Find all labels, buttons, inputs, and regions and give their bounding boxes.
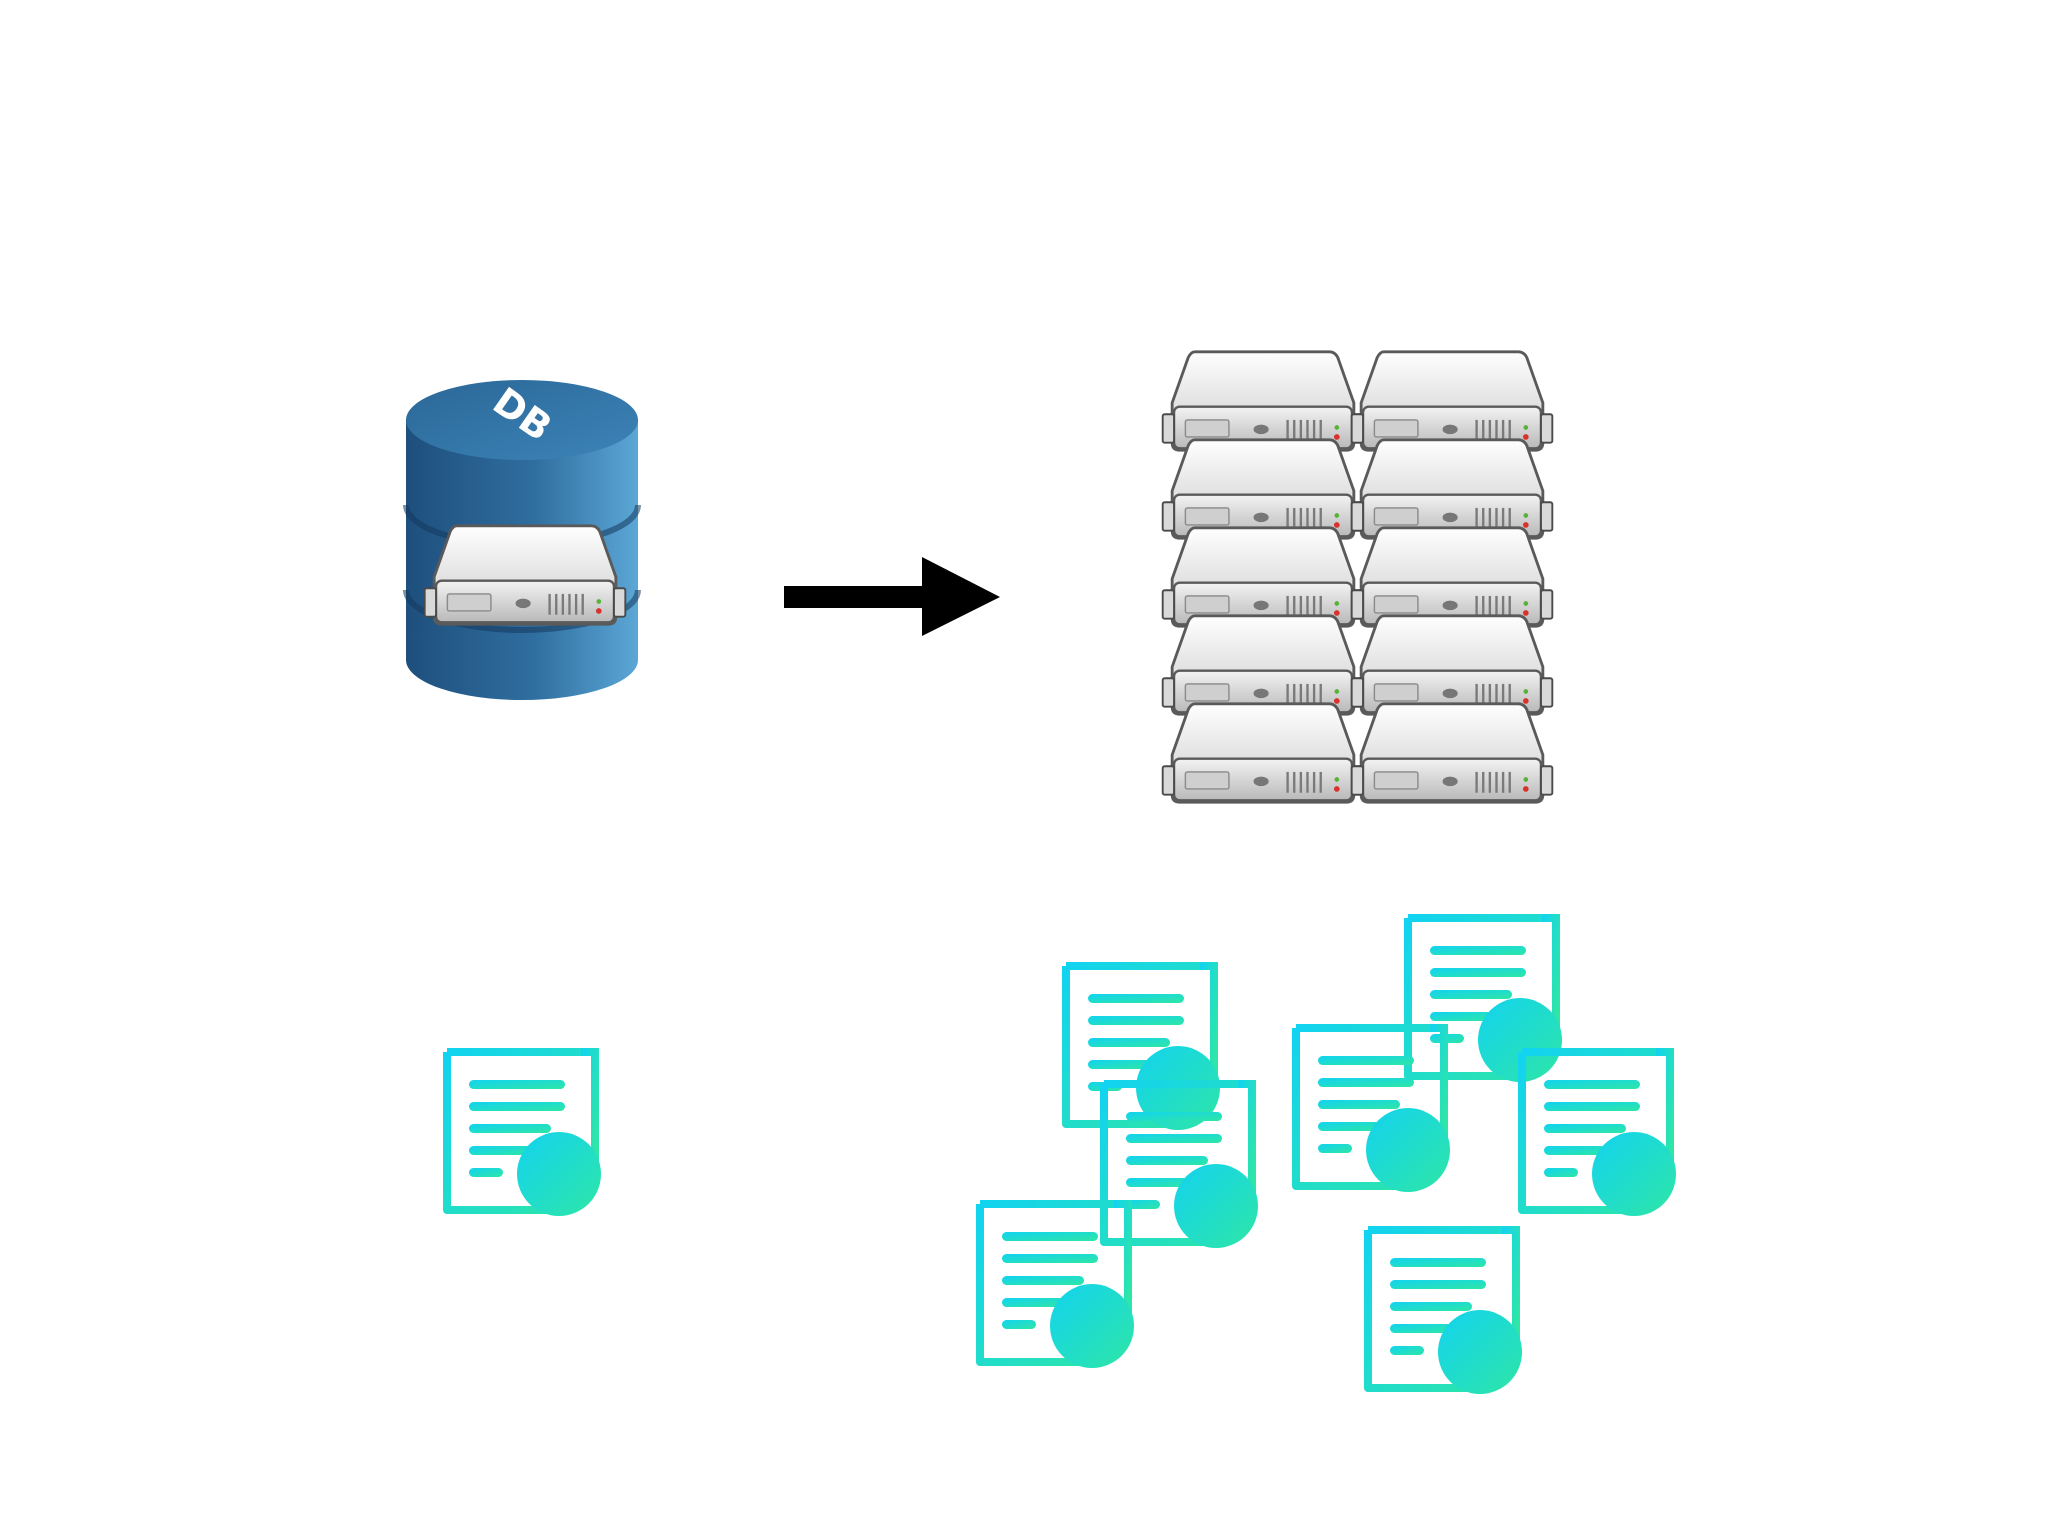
server-cluster	[1161, 350, 1554, 804]
document-icon	[447, 1052, 601, 1216]
server-icon	[1161, 614, 1365, 716]
arrow-right-icon	[784, 557, 1000, 636]
document-icon	[980, 1204, 1134, 1368]
document-group-left	[447, 1052, 601, 1216]
document-icon	[1368, 1230, 1522, 1394]
document-icon	[1522, 1052, 1676, 1216]
database-server-icon	[423, 524, 627, 626]
document-icon	[1408, 918, 1562, 1082]
server-icon	[1161, 350, 1365, 452]
server-icon	[1350, 350, 1554, 452]
server-icon	[1350, 614, 1554, 716]
document-group-right	[980, 918, 1676, 1394]
server-icon	[1161, 438, 1365, 540]
document-icon	[1296, 1028, 1450, 1192]
database-icon: DB	[403, 379, 641, 700]
server-icon	[1161, 702, 1365, 804]
document-icon	[1066, 966, 1220, 1130]
server-icon	[1350, 438, 1554, 540]
server-icon	[1350, 526, 1554, 628]
server-icon	[1350, 702, 1554, 804]
server-icon	[1161, 526, 1365, 628]
